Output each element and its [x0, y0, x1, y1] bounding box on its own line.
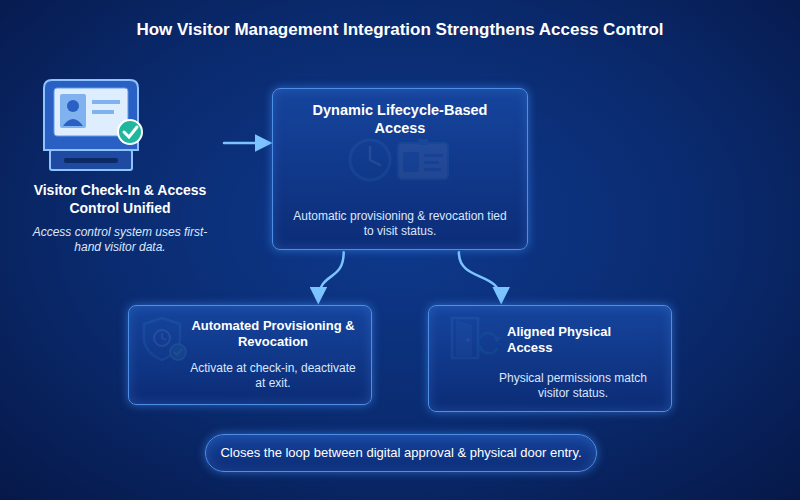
diagram-title: How Visitor Management Integration Stren…	[110, 20, 690, 40]
process-box: Automated Provisioning & RevocationActiv…	[128, 305, 372, 405]
node-heading: Dynamic Lifecycle-Based Access	[287, 101, 513, 137]
node-heading: Visitor Check-In & Access Control Unifie…	[26, 182, 214, 217]
kiosk-icon	[44, 80, 142, 170]
node-body: Physical permissions match visitor statu…	[487, 371, 659, 401]
node-heading: Automated Provisioning & Revocation	[187, 318, 359, 351]
node-body: Automatic provisioning & revocation tied…	[287, 209, 513, 239]
node-heading: Closes the loop between digital approval…	[220, 445, 582, 461]
title-rule	[700, 31, 786, 33]
flow-arrow	[318, 252, 343, 301]
node-body: Activate at check-in, deactivate at exit…	[187, 361, 359, 391]
node-heading: Aligned Physical Access	[507, 324, 659, 357]
kiosk-step: Visitor Check-In & Access Control Unifie…	[18, 70, 222, 261]
flow-arrow	[224, 142, 269, 145]
node-body: Access control system uses first-hand vi…	[26, 225, 214, 255]
flow-arrow	[459, 252, 501, 301]
process-box: Dynamic Lifecycle-Based AccessAutomatic …	[272, 88, 528, 250]
title-rule	[14, 31, 100, 33]
process-box: Aligned Physical AccessPhysical permissi…	[428, 305, 672, 412]
summary-pill: Closes the loop between digital approval…	[205, 434, 597, 472]
